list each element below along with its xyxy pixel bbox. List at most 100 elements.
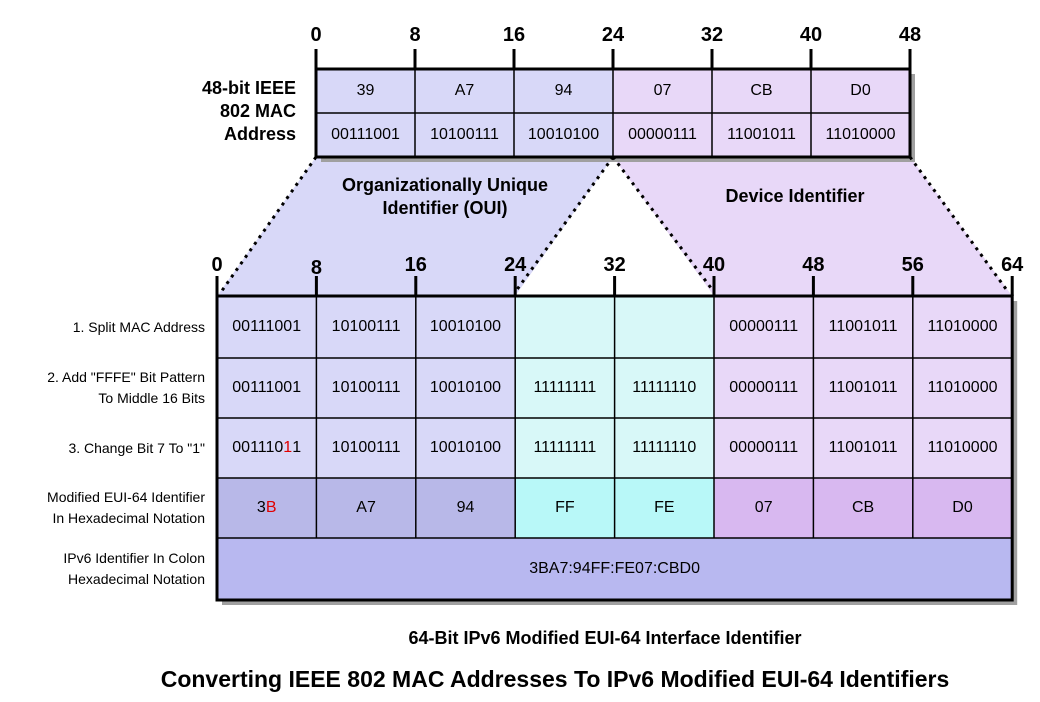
- mac-binary-cell: 00111001: [331, 126, 400, 143]
- oui-region: [217, 157, 613, 296]
- mac-bit-tick-label: 40: [799, 24, 823, 46]
- bit7-flipped-cell: 11111110: [632, 439, 697, 456]
- eui-cell-bg: [912, 478, 1013, 538]
- eui-cell-bg: [217, 478, 317, 538]
- step-row-label-line: Modified EUI-64 Identifier: [47, 489, 205, 505]
- eui-cell-bg: [813, 358, 913, 418]
- fffe-inserted-cell: 11001011: [828, 379, 898, 396]
- bit7-flipped-cell: 10010100: [429, 439, 502, 456]
- split-mac-cell: 11001011: [828, 318, 898, 335]
- eui-cell-bg: [415, 358, 516, 418]
- eui-cell-bg: [614, 418, 714, 478]
- eui-cell-bg: [515, 296, 615, 358]
- eui-bit-tick-label: 0: [211, 254, 223, 276]
- fffe-inserted-cell: 11111111: [533, 379, 597, 396]
- step-row-label: 2. Add "FFFE" Bit Pattern To Middle 16 Bi…: [0, 367, 205, 409]
- oui-region-label: Organizationally Unique Identifier (OUI): [300, 174, 590, 220]
- bit7-flipped-cell: 11111111: [533, 439, 597, 456]
- changed-bit-highlight: B: [265, 499, 277, 516]
- mac-bit-tick-label: 48: [898, 24, 922, 46]
- mac-bit-tick-label: 24: [601, 24, 625, 46]
- eui64-hex-cell: 07: [754, 499, 773, 516]
- mac-binary-cell: 11010000: [825, 126, 896, 143]
- eui-cell-bg: [217, 418, 317, 478]
- mac-bit-tick-label: 32: [700, 24, 724, 46]
- cell-text-part: 3: [256, 499, 266, 516]
- device-region: [613, 157, 1013, 296]
- eui-cell-bg: [515, 358, 615, 418]
- eui-cell-bg: [813, 296, 913, 358]
- mac-binary-cell: 00000111: [628, 126, 697, 143]
- step-row-label: 3. Change Bit 7 To "1": [0, 438, 205, 459]
- step-row-label-line: 3. Change Bit 7 To "1": [68, 439, 205, 456]
- eui-cell-bg: [316, 418, 416, 478]
- eui-cell-bg: [813, 418, 913, 478]
- eui-cell-bg: [217, 358, 317, 418]
- mac-label-line: 802 MAC: [219, 101, 296, 121]
- eui-cell-bg: [415, 478, 516, 538]
- split-mac-cell: [515, 296, 614, 358]
- eui-bit-tick-label: 48: [802, 254, 825, 276]
- cell-text-part: 1: [292, 439, 302, 456]
- eui-bit-tick-label: 16: [404, 254, 427, 276]
- colon-row-bg: [217, 538, 1013, 600]
- step-row-label-line: 2. Add "FFFE" Bit Pattern: [47, 369, 205, 385]
- bit7-flipped-cell: 11010000: [927, 439, 998, 456]
- eui64-hex-cell: CB: [851, 499, 875, 516]
- cell-text-part: 001110: [232, 439, 284, 456]
- eui-bit-tick-label: 8: [310, 257, 322, 279]
- eui-cell-bg: [714, 296, 814, 358]
- step-row-label-line: 1. Split MAC Address: [72, 318, 205, 335]
- fffe-inserted-cell: 11111110: [632, 379, 697, 396]
- step-row-label-line: Hexadecimal Notation: [68, 571, 205, 587]
- eui-cell-bg: [415, 418, 516, 478]
- diagram-title: Converting IEEE 802 MAC Addresses To IPv…: [160, 666, 950, 692]
- oui-label-line: Organizationally Unique: [341, 175, 549, 195]
- mac-hex-cell: A7: [454, 82, 475, 99]
- mac-bit-tick-label: 16: [502, 24, 526, 46]
- eui64-hex-cell: A7: [356, 499, 376, 516]
- eui64-subtitle: 64-Bit IPv6 Modified EUI-64 Interface Id…: [408, 628, 802, 648]
- step-row-label: 1. Split MAC Address: [0, 317, 205, 338]
- mac-hex-cell: 39: [356, 82, 375, 99]
- mac-binary-cell: 11001011: [727, 126, 796, 143]
- eui-cell-bg: [316, 478, 416, 538]
- eui-cell-bg: [813, 478, 913, 538]
- eui-cell-bg: [614, 358, 714, 418]
- fffe-inserted-cell: 11010000: [927, 379, 998, 396]
- bit7-flipped-cell: 11001011: [828, 439, 898, 456]
- split-mac-cell: 10010100: [429, 318, 502, 335]
- eui-cell-bg: [515, 418, 615, 478]
- device-identifier-label: Device Identifier: [725, 186, 865, 206]
- eui-cell-bg: [912, 296, 1013, 358]
- bit7-flipped-cell: 00000111: [729, 439, 799, 456]
- eui-cell-bg: [912, 358, 1013, 418]
- eui-bit-tick-label: 24: [504, 254, 527, 276]
- step-row-label-line: To Middle 16 Bits: [98, 390, 205, 406]
- eui-cell-bg: [714, 358, 814, 418]
- bit7-flipped-cell: 10100111: [331, 439, 401, 456]
- eui64-hex-cell: 94: [456, 499, 475, 516]
- fffe-inserted-cell: 00111001: [232, 379, 302, 396]
- eui-cell-bg: [316, 358, 416, 418]
- eui-bit-tick-label: 32: [603, 254, 626, 276]
- split-mac-cell: 11010000: [927, 318, 998, 335]
- mac-label-line: Address: [223, 124, 296, 144]
- step-row-label-line: IPv6 Identifier In Colon: [63, 550, 205, 566]
- ipv6-colon-hex-cell: 3BA7:94FF:FE07:CBD0: [529, 560, 700, 577]
- mac-bit-tick-label: 0: [310, 24, 322, 46]
- split-mac-cell: 00111001: [232, 318, 302, 335]
- connector-left: [219, 156, 318, 293]
- mac-hex-cell: 94: [554, 82, 573, 99]
- mac-address-label: 48-bit IEEE 802 MAC Address: [160, 77, 296, 146]
- eui-cell-bg: [714, 418, 814, 478]
- eui-bit-tick-label: 40: [702, 254, 726, 276]
- eui-bit-tick-label: 56: [901, 254, 924, 276]
- eui-cell-bg: [912, 418, 1013, 478]
- fffe-inserted-cell: 10100111: [331, 379, 401, 396]
- mac-bit-tick-label: 8: [409, 24, 421, 46]
- mac-label-line: 48-bit IEEE: [201, 78, 296, 98]
- eui-cell-bg: [714, 478, 814, 538]
